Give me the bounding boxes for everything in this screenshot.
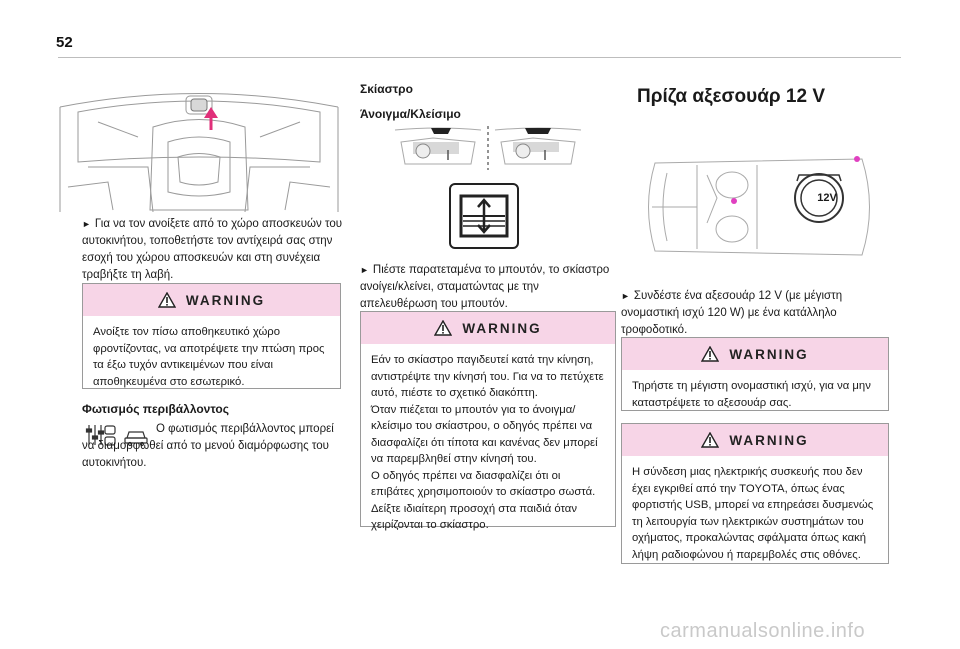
warning-box-sunshade: WARNING Εάν το σκίαστρο παγιδευτεί κατά …: [360, 311, 616, 531]
warning-triangle-icon: [434, 320, 453, 336]
car-settings-icon: [124, 431, 148, 447]
settings-menu-icon: [85, 425, 148, 447]
bullet-arrow-icon: ►: [621, 291, 630, 301]
warning-line: Δείξτε ιδιαίτερη προσοχή στα παιδιά όταν…: [371, 502, 577, 532]
warning-line: Εάν το σκίαστρο παγιδευτεί κατά την κίνη…: [371, 354, 604, 399]
ambient-lighting-text: Ο φωτισμός περιβάλλοντος μπορεί να διαμο…: [82, 423, 334, 469]
warning-label: WARNING: [185, 292, 266, 308]
warning-triangle-icon: [701, 432, 720, 448]
top-rule: [58, 57, 901, 58]
bullet-arrow-icon: ►: [82, 219, 91, 229]
warning-label: WARNING: [729, 346, 809, 362]
socket-connect-instruction: ►Συνδέστε ένα αξεσουάρ 12 V (με μέγιστη …: [621, 290, 843, 336]
warning-box-trunk: WARNING Ανοίξτε τον πίσω αποθηκευτικό χώ…: [82, 283, 341, 389]
pull-up-arrow-icon: [204, 107, 218, 130]
warning-line: Ο οδηγός πρέπει να διασφαλίζει ότι οι επ…: [371, 469, 596, 499]
warning-text: Τηρήστε τη μέγιστη ονομαστική ισχύ, για …: [632, 380, 871, 409]
bullet-arrow-icon: ►: [360, 265, 369, 275]
vehicle-top-view-illustration: [648, 156, 870, 256]
warning-line: Όταν πιέζεται το μπουτόν για το άνοιγμα/…: [371, 403, 598, 466]
warning-triangle-icon: [701, 346, 720, 362]
warning-header: WARNING: [622, 338, 888, 370]
warning-label: WARNING: [462, 320, 542, 336]
socket-location-dot: [854, 156, 860, 162]
warning-box-socket-devices: WARNING Η σύνδεση μιας ηλεκτρικής συσκευ…: [621, 423, 889, 564]
page-number: 52: [56, 34, 73, 51]
sunshade-button-icon[interactable]: [449, 183, 519, 249]
warning-header: WARNING: [622, 424, 888, 456]
warning-text: Εάν το σκίαστρο παγιδευτεί κατά την κίνη…: [361, 344, 615, 543]
socket-location-dot: [731, 198, 737, 204]
sunshade-subtitle: Άνοιγμα/Κλείσιμο: [360, 107, 461, 121]
warning-text: Ανοίξτε τον πίσω αποθηκευτικό χώρο φροντ…: [93, 326, 325, 388]
warning-text: Η σύνδεση μιας ηλεκτρικής συσκευής που δ…: [632, 466, 874, 561]
sunshade-title: Σκίαστρο: [360, 82, 413, 96]
trunk-handle-illustration: [59, 93, 339, 213]
watermark: carmanualsonline.info: [660, 620, 866, 642]
trunk-open-instruction: ►Για να τον ανοίξετε από το χώρο αποσκευ…: [82, 218, 343, 281]
ambient-lighting-title: Φωτισμός περιβάλλοντος: [82, 402, 229, 416]
power-socket-12v-icon: [794, 173, 844, 223]
sunshade-press-instruction: ►Πιέστε παρατεταμένα το μπουτόν, το σκία…: [360, 264, 610, 310]
warning-box-socket-power: WARNING Τηρήστε τη μέγιστη ονομαστική ισ…: [621, 337, 889, 411]
warning-triangle-icon: [157, 292, 176, 308]
accessory-socket-title: Πρίζα αξεσουάρ 12 V: [637, 86, 826, 107]
socket-12v-label: 12V: [817, 192, 837, 204]
sunshade-illustration: [394, 126, 582, 170]
warning-label: WARNING: [729, 432, 809, 448]
warning-header: WARNING: [361, 312, 615, 344]
warning-header: WARNING: [83, 284, 340, 316]
